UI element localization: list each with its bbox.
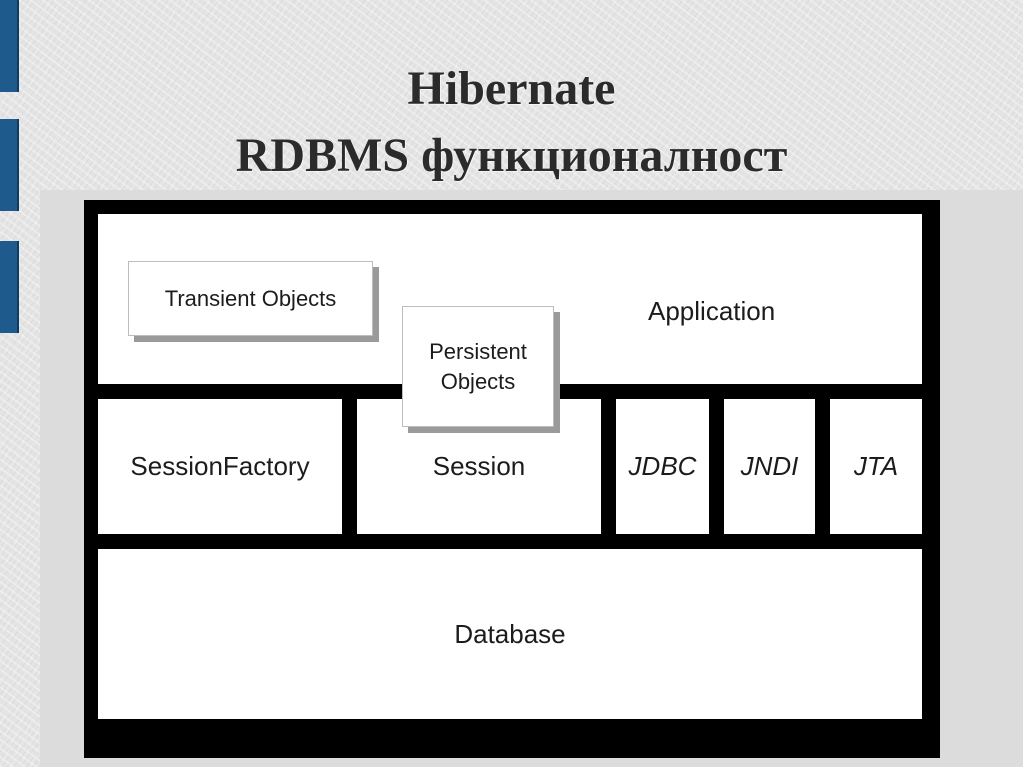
side-accent-bar — [0, 0, 19, 92]
session-label: Session — [432, 451, 526, 481]
persistent-objects-box: Persistent Objects — [402, 306, 554, 427]
transient-objects-box: Transient Objects — [128, 261, 373, 336]
persistent-objects-label: Persistent Objects — [429, 338, 527, 394]
side-accent-bar — [0, 119, 19, 211]
jndi-label: JNDI — [740, 451, 799, 481]
slide-subtitle: RDBMS функционалност — [235, 129, 788, 182]
session-factory-label: SessionFactory — [130, 451, 310, 481]
side-accent-bar — [0, 241, 19, 333]
slide-title: Hibernate — [407, 62, 616, 115]
jta-label: JTA — [853, 451, 899, 481]
jdbc-box: JDBC — [616, 399, 709, 534]
jdbc-label: JDBC — [628, 451, 697, 481]
application-label: Application — [648, 296, 776, 326]
database-box: Database — [98, 549, 922, 719]
jndi-box: JNDI — [724, 399, 815, 534]
jta-box: JTA — [830, 399, 922, 534]
architecture-diagram: Application SessionFactory Session JDBC … — [84, 200, 940, 758]
database-label: Database — [454, 618, 566, 649]
session-box: Session — [357, 399, 601, 534]
session-factory-box: SessionFactory — [98, 399, 342, 534]
transient-objects-label: Transient Objects — [164, 285, 337, 311]
